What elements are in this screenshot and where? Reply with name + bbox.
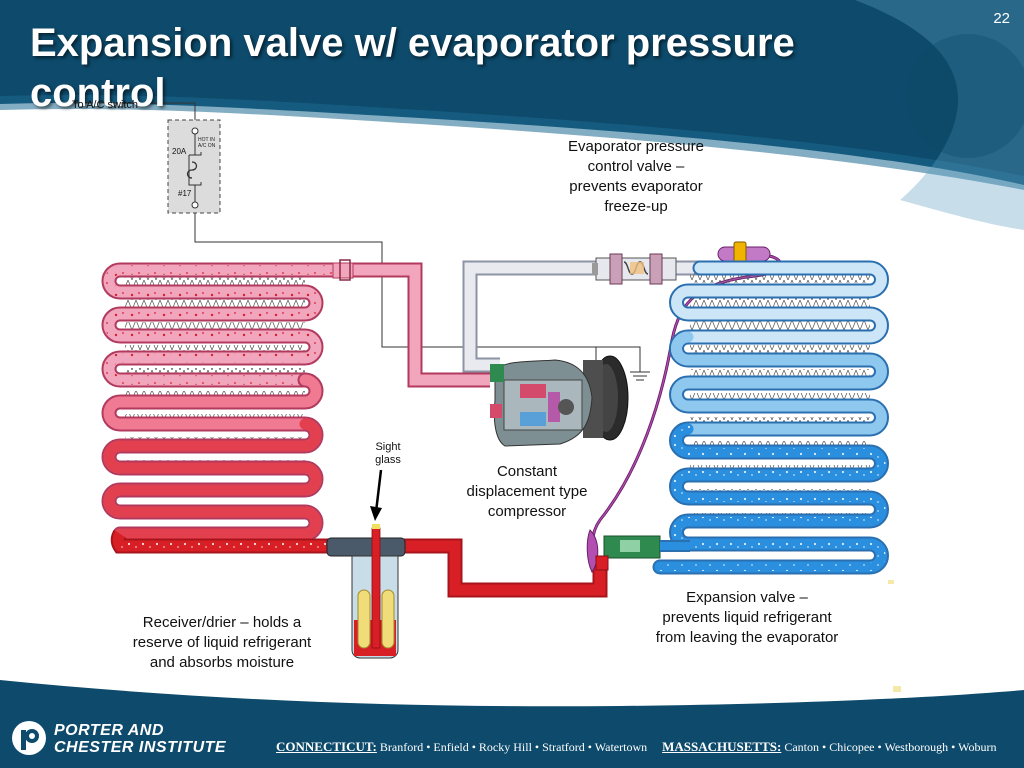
- evaporator: [652, 260, 889, 575]
- ac-switch-label: To A/C switch: [72, 99, 139, 111]
- connecticut-campuses: Branford • Enfield • Rocky Hill • Stratf…: [379, 740, 648, 754]
- discharge-line: [332, 259, 490, 388]
- sight-glass-arrow: [370, 469, 383, 521]
- fuse-note: HOT IN A/C ON: [198, 137, 216, 149]
- expansion-valve-label: Expansion valve – prevents liquid refrig…: [655, 589, 839, 646]
- slide-number: 22: [993, 10, 1010, 27]
- campus-list: CONNECTICUT: Branford • Enfield • Rocky …: [276, 739, 997, 755]
- compressor: [490, 355, 629, 447]
- footer-bar: [0, 712, 1024, 768]
- institute-logo-icon: [12, 721, 46, 755]
- condenser: [101, 262, 348, 554]
- compressor-label: Constant displacement type compressor: [466, 463, 588, 520]
- liquid-line: [400, 538, 608, 598]
- massachusetts-campuses: Canton • Chicopee • Westborough • Woburn: [784, 740, 997, 754]
- expansion-valve: [586, 529, 690, 573]
- sight-glass-label: Sight glass: [375, 441, 401, 466]
- fuse-number: #17: [178, 189, 192, 198]
- state-massachusetts: MASSACHUSETTS:: [662, 739, 782, 754]
- receiver-drier: [326, 524, 406, 659]
- fuse-box: [167, 119, 221, 214]
- fuse-rating: 20A: [172, 147, 187, 156]
- evaporator-pressure-control-valve: [592, 253, 677, 285]
- institute-name: PORTER AND CHESTER INSTITUTE: [54, 722, 227, 756]
- slide-title: Expansion valve w/ evaporator pressure c…: [30, 21, 795, 115]
- receiver-drier-label: Receiver/drier – holds a reserve of liqu…: [132, 614, 312, 671]
- state-connecticut: CONNECTICUT:: [276, 739, 377, 754]
- suction-line: [462, 260, 700, 373]
- evap-pressure-valve-label: Evaporator pressure control valve – prev…: [568, 138, 704, 215]
